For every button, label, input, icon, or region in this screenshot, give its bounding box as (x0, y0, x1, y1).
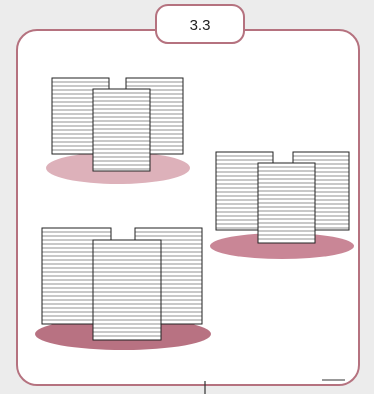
document-page-3 (92, 88, 151, 172)
document-page-3 (257, 162, 316, 244)
document-stack-bottom-left (35, 227, 211, 350)
page-sheet (92, 88, 151, 172)
step-label-tab: 3.3 (155, 4, 245, 44)
document-stack-right (210, 151, 354, 259)
page-sheet (92, 239, 162, 341)
step-label-box (155, 4, 245, 44)
stack-shadow-ellipse (210, 233, 354, 259)
step-label-text: 3.3 (190, 17, 211, 34)
document-page-3 (92, 239, 162, 341)
document-stack-top-left (46, 77, 190, 184)
